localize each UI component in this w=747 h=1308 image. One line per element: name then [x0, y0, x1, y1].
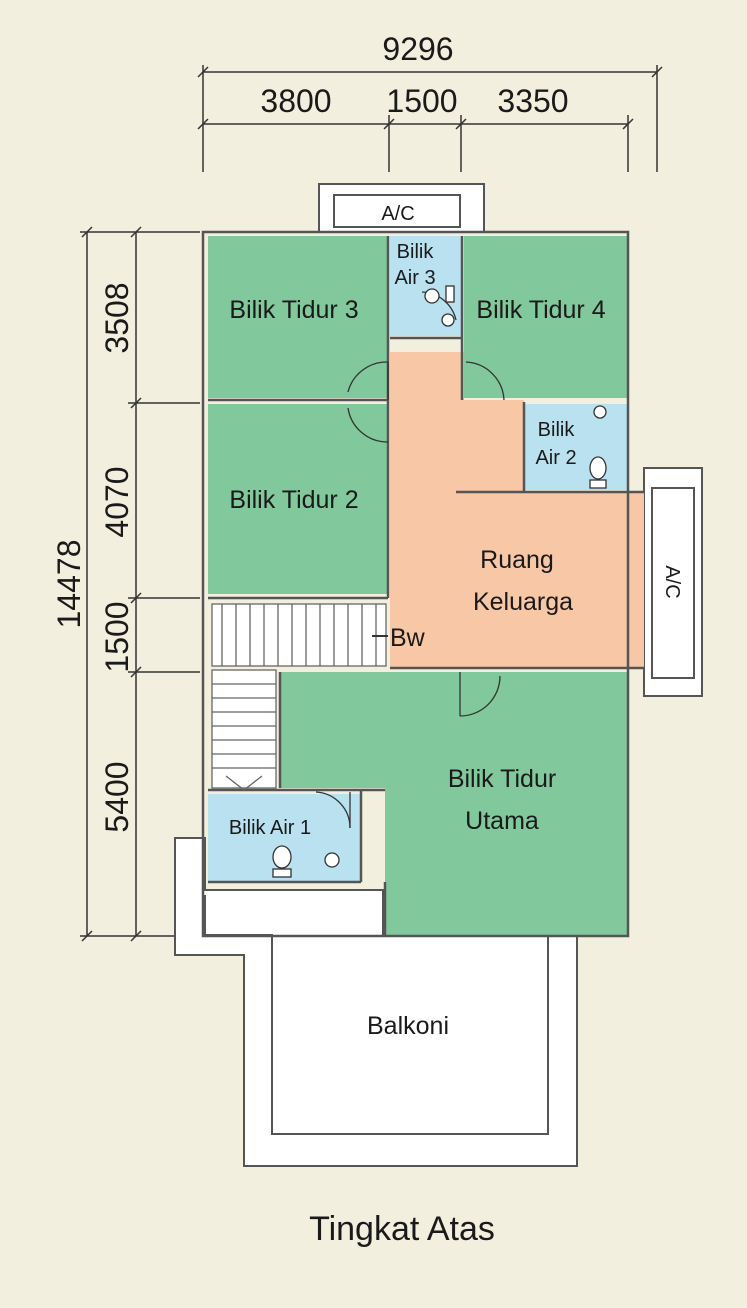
label-bilik-tidur-utama-line2: Utama — [465, 807, 539, 835]
label-bilik-tidur-2: Bilik Tidur 2 — [229, 486, 358, 514]
dim-left-total: 14478 — [51, 540, 87, 629]
dim-top-right: 3350 — [497, 83, 568, 119]
ac-top-label: A/C — [381, 203, 414, 225]
label-bw: Bw — [390, 624, 426, 652]
walls — [201, 230, 644, 938]
door-swings — [315, 291, 505, 829]
dim-left-3: 1500 — [99, 601, 135, 672]
label-bilik-air-2-line2: Air 2 — [535, 447, 576, 469]
dim-left-4: 5400 — [99, 761, 135, 832]
label-bilik-tidur-3: Bilik Tidur 3 — [229, 296, 358, 324]
label-bilik-air-3-line2: Air 3 — [394, 267, 435, 289]
label-bilik-air-1: Bilik Air 1 — [229, 817, 311, 839]
room-bilik-tidur-4 — [464, 236, 628, 398]
label-bilik-air-3-line1: Bilik — [397, 241, 435, 263]
left-dimensions — [80, 226, 200, 942]
dim-left-2: 4070 — [99, 466, 135, 537]
ac-top-unit — [318, 183, 485, 233]
room-bilik-air-2 — [524, 404, 628, 490]
ac-right-label: A/C — [661, 565, 683, 598]
staircase — [211, 603, 387, 791]
dim-top-left: 3800 — [260, 83, 331, 119]
room-ruang-keluarga — [390, 352, 644, 668]
room-bilik-tidur-3 — [208, 236, 388, 398]
dim-top-mid: 1500 — [386, 83, 457, 119]
top-dimensions — [197, 65, 663, 172]
ac-right-unit — [643, 467, 703, 697]
room-bilik-tidur-2 — [208, 404, 388, 594]
plan-title: Tingkat Atas — [309, 1210, 495, 1248]
fixtures — [272, 285, 607, 878]
label-bilik-air-2-line1: Bilik — [538, 419, 576, 441]
dim-left-1: 3508 — [99, 282, 135, 353]
label-ruang-keluarga-line1: Ruang — [480, 546, 554, 574]
dim-top-total: 9296 — [382, 31, 453, 67]
label-bilik-tidur-utama-line1: Bilik Tidur — [448, 765, 556, 793]
room-bilik-tidur-utama — [280, 672, 628, 936]
label-bilik-tidur-4: Bilik Tidur 4 — [476, 296, 605, 324]
balkoni-label: Balkoni — [367, 1012, 449, 1040]
label-ruang-keluarga-line2: Keluarga — [473, 588, 573, 616]
